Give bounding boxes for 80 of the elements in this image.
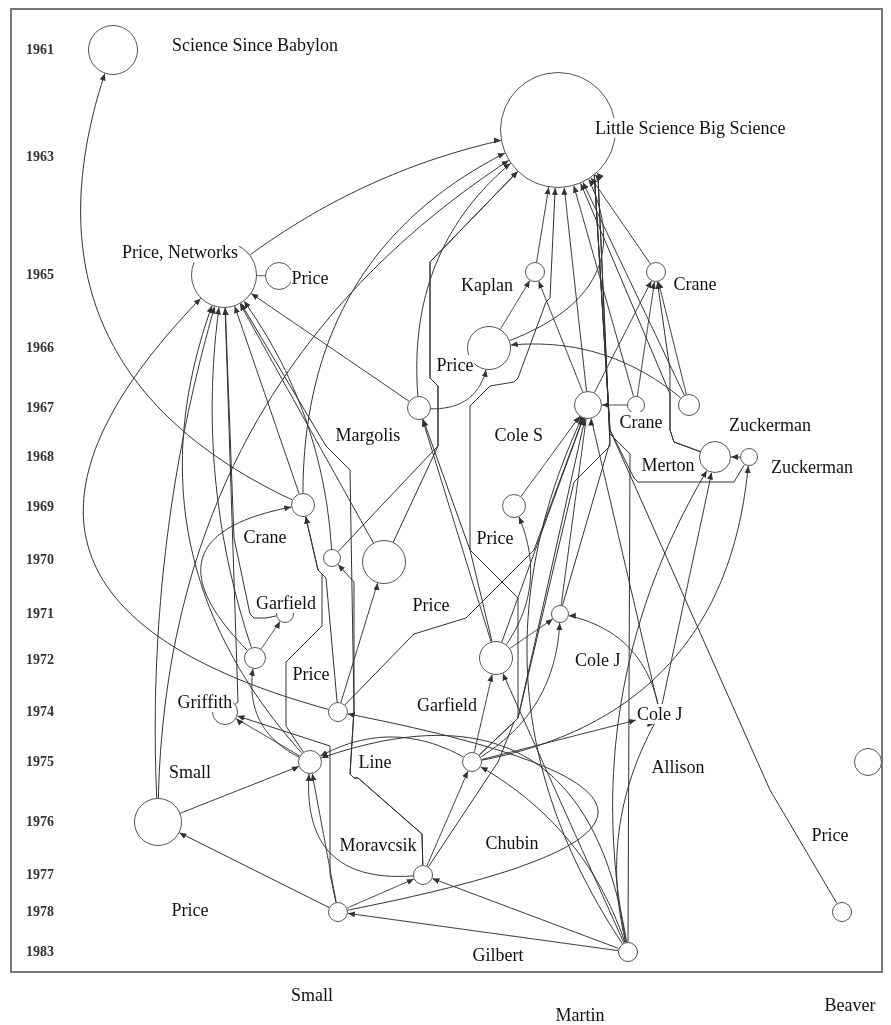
node-label: Margolis [334, 425, 402, 445]
arrow [473, 674, 494, 753]
arrow [510, 341, 682, 399]
node-label: Garfield [255, 593, 317, 613]
arrow [347, 712, 599, 911]
arrow [179, 765, 300, 814]
arrow [310, 773, 337, 903]
arrow [154, 306, 216, 799]
arrow [235, 718, 301, 757]
arrow [431, 878, 620, 949]
arrow [248, 668, 300, 758]
arrow [480, 766, 626, 943]
arrow [80, 73, 293, 501]
node-label: Little Science Big Science [594, 118, 787, 138]
arrow [236, 715, 337, 903]
arrow [222, 307, 239, 705]
arrow [302, 152, 506, 494]
node-label: Griffith [176, 692, 234, 712]
node-label: Cole J [636, 704, 684, 724]
arrow [305, 773, 414, 877]
arrow [82, 297, 329, 710]
arrow [426, 770, 469, 867]
arrow [536, 186, 551, 263]
arrow [469, 187, 558, 642]
arrow [347, 911, 619, 952]
arrow [509, 618, 554, 649]
arrow [572, 185, 634, 397]
arrow [234, 305, 300, 495]
arrow [561, 187, 587, 392]
node-label: Price, Networks [121, 242, 239, 262]
arrow [505, 516, 532, 645]
arrow [260, 620, 281, 650]
arrow [240, 302, 424, 866]
arrow [499, 280, 531, 330]
arrow [636, 281, 656, 397]
node-label: Science Since Babylon [171, 35, 339, 55]
node-label: Kaplan [460, 275, 514, 295]
arrow [502, 673, 625, 944]
arrow [344, 417, 584, 706]
arrow [481, 465, 751, 761]
arrow [392, 171, 519, 543]
arrow [239, 303, 374, 544]
arrow [730, 454, 741, 460]
arrow [285, 516, 323, 753]
arrow [588, 418, 659, 705]
arrow [657, 281, 687, 395]
arrow [211, 307, 252, 649]
arrow [249, 137, 502, 256]
arrow [526, 417, 623, 945]
arrow [538, 280, 584, 393]
arrow [612, 470, 708, 943]
arrow [520, 415, 581, 497]
arrow [593, 280, 652, 393]
arrow [320, 734, 627, 943]
arrow [478, 172, 611, 756]
arrow [655, 281, 701, 452]
arrow [319, 736, 464, 758]
arrow [661, 472, 713, 705]
arrow [560, 418, 589, 606]
arrow [200, 505, 292, 651]
arrow [428, 418, 587, 868]
arrow [250, 293, 410, 402]
arrow [181, 305, 303, 754]
arrow [346, 878, 415, 909]
arrow [179, 832, 330, 908]
arrow [481, 719, 637, 760]
arrow [157, 160, 510, 799]
arrow [616, 723, 655, 943]
arrow [480, 622, 563, 758]
arrow [416, 163, 512, 397]
arrow [562, 174, 611, 606]
arrow [590, 177, 651, 265]
arrow [509, 178, 605, 341]
arrow [601, 402, 628, 408]
arrow [340, 582, 380, 703]
arrow [582, 181, 685, 396]
arrow [256, 272, 266, 279]
arrow [243, 300, 332, 550]
arrow [421, 419, 492, 643]
arrow [430, 369, 488, 410]
